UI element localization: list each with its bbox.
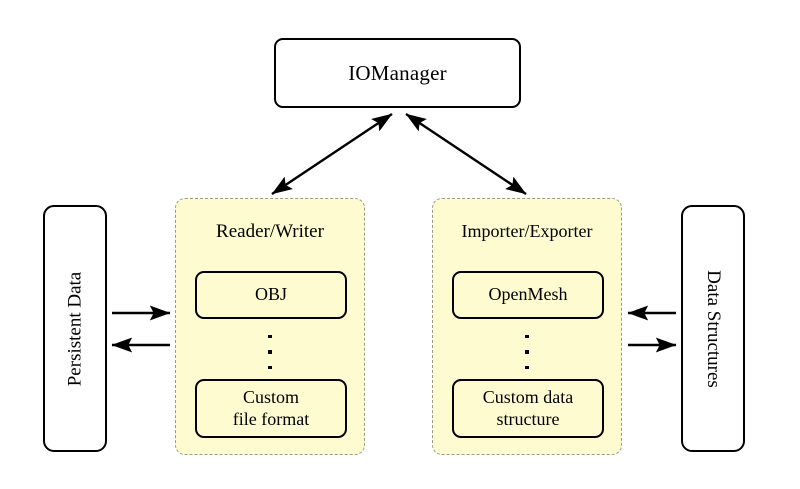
node-openmesh-label: OpenMesh [488,284,568,305]
node-obj[interactable]: OBJ [195,271,347,319]
persistent-data-label: Persistent Data [64,271,86,386]
data-structures-label: Data Structures [703,269,724,388]
node-data-structures[interactable]: Data Structures [681,205,745,452]
ellipsis-dot [268,365,272,369]
ellipsis-dot [268,335,272,339]
node-openmesh[interactable]: OpenMesh [452,271,604,319]
ellipsis-dot [268,350,272,354]
group-title-reader-writer: Reader/Writer [216,221,324,242]
node-persistent-data[interactable]: Persistent Data [43,205,107,452]
node-iomanager[interactable]: IOManager [274,38,521,108]
ellipsis-reader-writer [176,333,364,371]
arrow-manager-to-importer-exporter [405,113,527,195]
ellipsis-dot [525,350,529,354]
group-title-importer-exporter: Importer/Exporter [461,221,593,241]
iomanager-label: IOManager [348,60,447,85]
ellipsis-importer-exporter [433,333,621,371]
node-obj-label: OBJ [254,284,287,305]
arrow-manager-to-reader-writer [271,113,393,195]
ellipsis-dot [525,365,529,369]
ellipsis-dot [525,335,529,339]
